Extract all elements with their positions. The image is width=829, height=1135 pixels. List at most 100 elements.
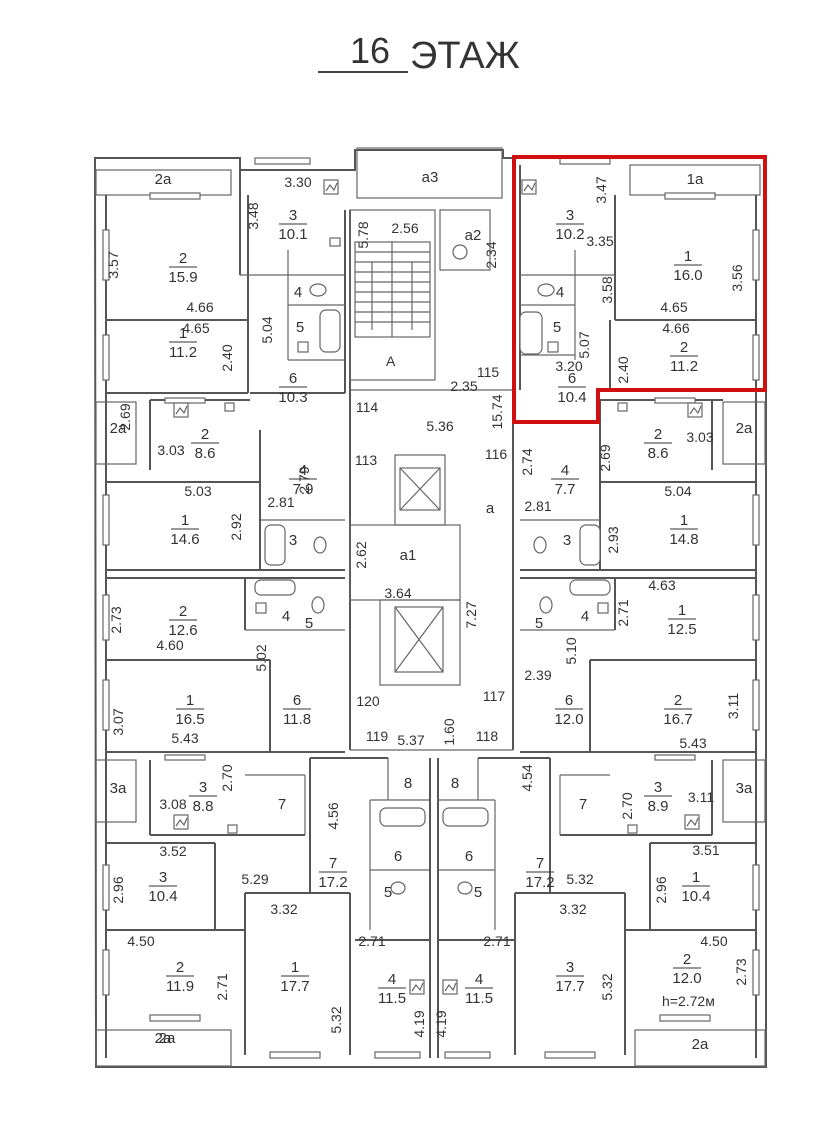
room-label: 116.0 (673, 248, 702, 284)
room-label: 5 (296, 319, 304, 336)
room-number: 1 (179, 325, 187, 342)
room-area: 17.7 (555, 978, 584, 995)
room-number: 4 (299, 462, 307, 479)
vent-icon (224, 237, 638, 834)
dimension-label: 5.43 (171, 730, 198, 746)
dimension-label: 4.50 (700, 933, 727, 949)
dimension-label: 5.29 (241, 871, 268, 887)
dimension-label: 3.52 (159, 843, 186, 859)
dimension-label: 5.07 (576, 331, 592, 358)
room-number: 7 (579, 796, 587, 813)
room-area: 11.5 (378, 990, 406, 1007)
room-label: 28.6 (191, 426, 219, 462)
room-number: 4 (294, 284, 302, 301)
room-number: 6 (289, 370, 297, 387)
room-label: 117.7 (280, 959, 309, 995)
corridor-number: 118 (476, 728, 499, 744)
common-area-label: 1a (687, 171, 704, 188)
room-number: 7 (278, 796, 286, 813)
room-number: 7 (536, 855, 544, 872)
room-label: 116.5 (175, 692, 204, 728)
dimension-label: 2.71 (358, 933, 385, 949)
room-label: 6 (394, 848, 402, 865)
dimension-label: 2.40 (615, 356, 631, 383)
dimension-label: 3.64 (384, 585, 411, 601)
dimension-label: 5.78 (355, 221, 371, 248)
corridor-number: 120 (356, 693, 380, 709)
dimension-label: 3.56 (729, 264, 745, 291)
room-label: 411.5 (378, 971, 406, 1007)
room-number: 6 (565, 692, 573, 709)
dimension-label: 2.81 (524, 498, 551, 514)
room-area: 12.6 (168, 622, 197, 639)
room-label: 7 (579, 796, 587, 813)
dimension-label: 5.37 (397, 732, 424, 748)
room-number: 8 (451, 775, 459, 792)
dimension-label: 3.32 (559, 901, 586, 917)
dimension-label: 5.32 (328, 1006, 344, 1033)
apartment-highlight (512, 155, 767, 424)
room-area: 10.4 (681, 888, 710, 905)
room-number: 3 (563, 532, 571, 549)
common-area-label: a3 (422, 169, 439, 186)
dimension-label: 2.73 (108, 606, 124, 633)
dimension-label: 3.07 (110, 708, 126, 735)
dimension-label: 5.32 (599, 973, 615, 1000)
elevator-icon (394, 467, 444, 673)
room-area: 8.9 (648, 798, 669, 815)
dimension-label: 3.30 (284, 174, 311, 190)
dimension-label: 2.70 (219, 764, 235, 791)
dimension-label: 5.43 (679, 735, 706, 751)
dimension-label: 2.62 (353, 541, 369, 568)
stair-icon: A (354, 241, 431, 369)
room-number: 1 (680, 512, 688, 529)
room-label: 310.4 (148, 869, 177, 905)
common-area-label: a (486, 500, 495, 517)
common-area-label: 3a (736, 780, 753, 797)
room-number: 1 (692, 869, 700, 886)
dimension-label: 3.03 (157, 442, 184, 458)
room-area: 10.1 (278, 226, 307, 243)
room-label: 215.9 (168, 250, 197, 286)
room-number: 8 (404, 775, 412, 792)
room-label: 6 (465, 848, 473, 865)
room-number: 2 (683, 951, 691, 968)
stove-icon (173, 179, 703, 995)
dimension-label: 5.10 (563, 637, 579, 664)
dimension-label: 3.51 (692, 842, 719, 858)
dimension-label: 5.04 (259, 316, 275, 343)
corridor-number: 115 (477, 364, 500, 380)
dimension-label: 2.35 (450, 378, 477, 394)
dimension-label: 2.56 (391, 220, 418, 236)
room-area: 11.9 (166, 978, 194, 995)
room-area: 11.2 (670, 358, 698, 375)
room-number: 5 (474, 884, 482, 901)
common-area-label: a1 (400, 547, 417, 564)
room-area: 8.6 (195, 445, 216, 462)
dimension-label: 4.66 (186, 299, 213, 315)
room-label: 4 (581, 608, 589, 625)
dimension-label: 2.96 (110, 876, 126, 903)
room-label: 611.8 (283, 692, 311, 728)
room-number: 3 (159, 869, 167, 886)
room-label: 310.1 (278, 207, 307, 243)
dimension-label: 3.08 (159, 796, 186, 812)
room-label: 28.6 (644, 426, 672, 462)
dimension-label: 4.66 (662, 320, 689, 336)
room-number: 1 (684, 248, 692, 265)
common-area-label: 2a (110, 420, 127, 437)
corridor-number: 114 (356, 399, 379, 415)
room-label: 612.0 (554, 692, 583, 728)
dimension-label: 1.60 (441, 718, 457, 745)
room-number: 2 (179, 603, 187, 620)
room-area: 16.5 (175, 711, 204, 728)
room-number: 4 (556, 284, 564, 301)
dimension-label: 4.63 (648, 577, 675, 593)
room-area: 17.2 (525, 874, 554, 891)
room-number: 2 (201, 426, 209, 443)
dimension-label: 3.47 (593, 176, 609, 203)
room-label: 7 (278, 796, 286, 813)
